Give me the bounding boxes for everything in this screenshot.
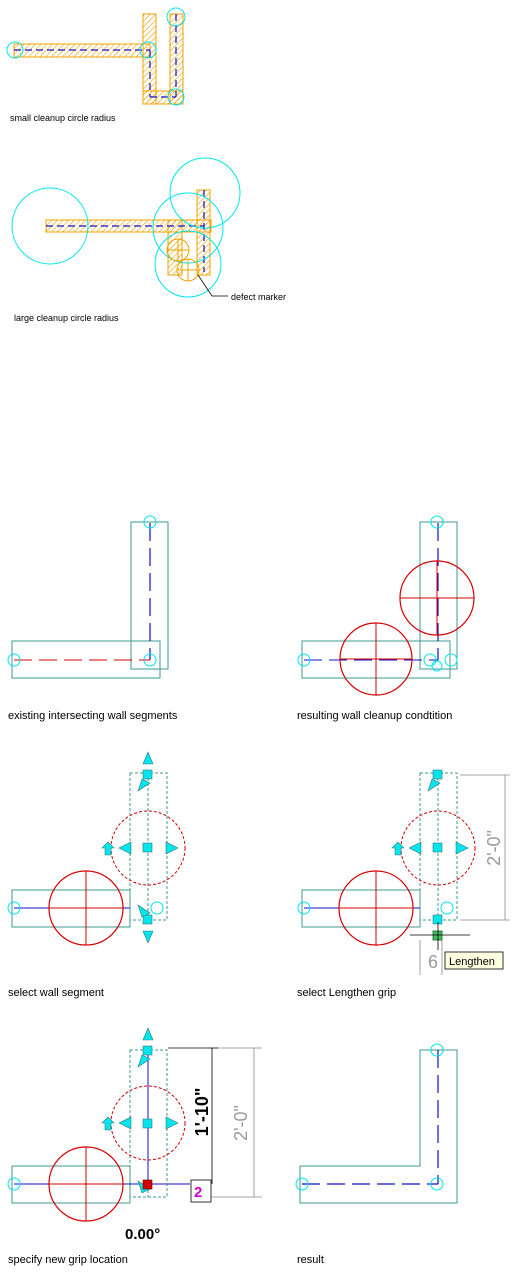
grip-arrow-up-small — [101, 1116, 115, 1131]
lengthen-tooltip — [444, 951, 504, 970]
defect-marker-callout: defect marker — [231, 292, 286, 302]
grip-arrow-right — [165, 841, 179, 855]
grip-circle — [143, 515, 157, 529]
grip-arrow-up — [142, 751, 154, 765]
grip-circle — [423, 653, 437, 667]
grip-circle — [430, 515, 444, 529]
grip-square — [432, 914, 443, 925]
grip-square — [432, 842, 443, 853]
grip-arrow-up-small — [391, 841, 405, 856]
lengthen-grip-hot — [432, 930, 443, 941]
grip-arrow-down — [142, 930, 154, 944]
small-cleanup-diagram: small cleanup circle radius — [6, 7, 186, 123]
grip-square — [142, 1118, 153, 1129]
grip-arrow-left — [118, 841, 132, 855]
grip-circle — [430, 1043, 444, 1057]
panel-6-caption: result — [297, 1254, 324, 1266]
grip-circle — [7, 901, 21, 915]
grip-circle — [150, 901, 164, 915]
panel-3-caption: select wall segment — [8, 987, 104, 999]
grip-circle — [297, 901, 311, 915]
angle-readout: 0.00° — [125, 1226, 160, 1243]
grip-arrow-diag — [427, 778, 441, 792]
small-cleanup-caption: small cleanup circle radius — [10, 113, 116, 123]
dimension-inner: 1'-10" — [192, 1088, 212, 1137]
panel-lengthen-grip: 2'-0" 6 Lengthen select Lengthen grip — [297, 769, 510, 999]
cleanup-circle — [167, 88, 185, 106]
grip-circle — [431, 660, 443, 672]
grip-square — [142, 769, 153, 780]
panel-cleanup-result: resulting wall cleanup condtition — [297, 515, 475, 722]
panel-result: result — [295, 1043, 458, 1266]
grip-circle — [444, 653, 458, 667]
grip-square — [142, 842, 153, 853]
cleanup-circle — [166, 7, 186, 27]
partial-dimension: 6 — [428, 952, 438, 972]
active-grip — [142, 1179, 153, 1190]
cleanup-circle — [6, 41, 24, 59]
dimension-outer: 2'-0" — [231, 1105, 251, 1141]
grip-arrow-diag — [137, 1054, 151, 1068]
panel-new-grip-location: 2'-0" 1'-10" 2 0.00° specify new grip lo… — [7, 1027, 262, 1266]
grip-square — [142, 1045, 153, 1056]
lengthen-tooltip-label: Lengthen — [449, 956, 495, 968]
grip-circle — [295, 1177, 309, 1191]
cleanup-circle — [169, 157, 241, 229]
grip-circle — [430, 1177, 444, 1191]
panel-select-wall: select wall segment — [7, 751, 186, 999]
dynamic-input-box[interactable] — [190, 1179, 212, 1203]
grip-circle — [297, 653, 311, 667]
cleanup-circle — [11, 187, 89, 265]
cleanup-circle — [139, 41, 157, 59]
grip-arrow-up — [142, 1027, 154, 1041]
grip-arrow-diag — [137, 778, 151, 792]
grip-square — [432, 769, 443, 780]
panel-1-caption: existing intersecting wall segments — [8, 710, 178, 722]
dimension-2-0: 2'-0" — [484, 830, 504, 866]
grip-circle — [440, 901, 454, 915]
grip-arrow-left — [118, 1116, 132, 1130]
grip-circle — [7, 653, 21, 667]
grip-arrow-right — [455, 841, 469, 855]
grip-arrow-right — [165, 1116, 179, 1130]
large-cleanup-caption: large cleanup circle radius — [14, 313, 119, 323]
grip-arrow-up-small — [101, 841, 115, 856]
panel-existing-walls: existing intersecting wall segments — [7, 515, 178, 722]
large-cleanup-diagram: defect marker large cleanup circle radiu… — [11, 157, 286, 323]
grip-arrow-diag — [137, 904, 151, 918]
dynamic-input-value: 2 — [194, 1184, 202, 1201]
cleanup-circle — [154, 230, 222, 298]
grip-square — [142, 914, 153, 925]
grip-circle — [7, 1177, 21, 1191]
panel-5-caption: specify new grip location — [8, 1254, 128, 1266]
grip-circle — [143, 653, 157, 667]
panel-2-caption: resulting wall cleanup condtition — [297, 710, 452, 722]
grip-arrow-left — [408, 841, 422, 855]
panel-4-caption: select Lengthen grip — [297, 987, 396, 999]
